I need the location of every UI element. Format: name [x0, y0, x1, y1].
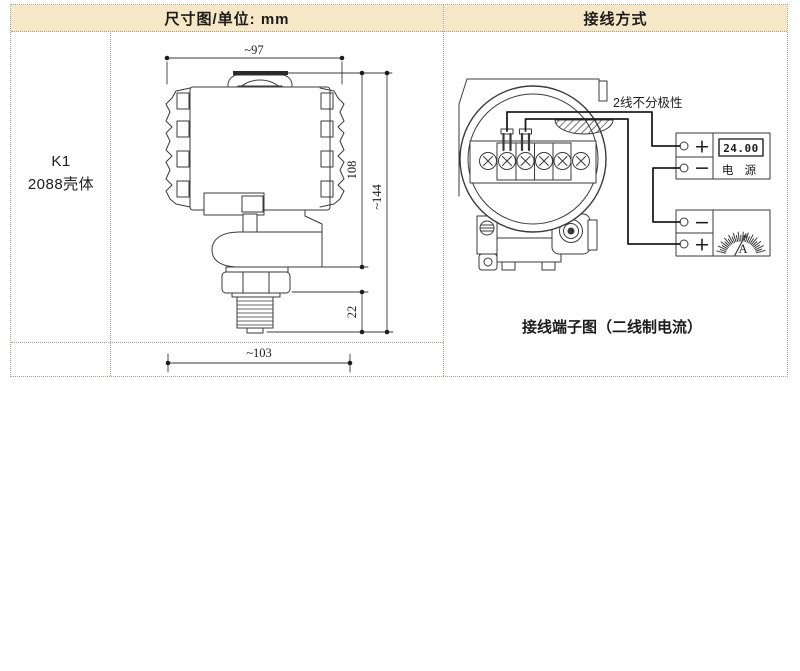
- ammeter-plus-terminal: [679, 239, 689, 249]
- terminal-screws: [479, 152, 590, 170]
- process-barrel: [211, 231, 323, 268]
- cable-gland: [554, 119, 614, 135]
- dim-body-height: 108: [345, 161, 359, 180]
- right-cover: [319, 87, 345, 208]
- neck: [242, 209, 323, 233]
- model-code: K1: [51, 153, 71, 170]
- loop-wires: [506, 111, 681, 245]
- hex-nut: [221, 271, 291, 294]
- dimension-drawing: ~97 108 ~144 22 ~103: [164, 43, 394, 373]
- power-minus-terminal: [679, 163, 689, 173]
- wire-meter: [652, 167, 681, 223]
- ammeter-minus-terminal: [679, 217, 689, 227]
- column-divider-left: [110, 31, 111, 376]
- power-plus-terminal: [679, 141, 689, 151]
- ammeter-minus-sign: −: [694, 212, 710, 234]
- row-divider: [11, 342, 443, 343]
- polarity-note: 2线不分极性: [613, 96, 682, 110]
- ammeter-plus-sign: +: [694, 234, 710, 256]
- power-supply-box: [675, 132, 771, 180]
- dimension-lines: [166, 57, 394, 373]
- ammeter-scale-ticks: [716, 231, 766, 254]
- header-cell-dimensions: 尺寸图/单位: mm: [11, 5, 443, 32]
- dimension-header-label: 尺寸图/单位: mm: [164, 10, 290, 28]
- collar: [225, 266, 289, 273]
- ammeter-needle-arrow: [742, 234, 748, 239]
- model-housing: 2088壳体: [27, 176, 95, 193]
- wire-plus: [506, 111, 681, 147]
- ammeter-box: [675, 209, 771, 257]
- left-cover: [165, 87, 191, 208]
- threaded-stud: [231, 292, 281, 334]
- ammeter-unit: A: [738, 242, 747, 256]
- wiring-header-label: 接线方式: [583, 10, 648, 28]
- dimension-dots: [164, 55, 390, 366]
- wiring-diagram: 2线不分极性 + − 24.00 电 源 − + A 接线端子图（二线制电流）: [458, 78, 771, 336]
- column-divider-main: [443, 5, 444, 376]
- transmitter-housing: [165, 86, 345, 211]
- wire-return: [524, 118, 681, 245]
- power-minus-sign: −: [694, 157, 710, 179]
- spec-table: 尺寸图/单位: mm 接线方式 K1 2088壳体: [10, 4, 788, 377]
- nameplate: [203, 192, 265, 216]
- dim-bottom-width: ~103: [246, 346, 272, 360]
- dim-total-height: ~144: [370, 183, 384, 209]
- dim-thread-length: 22: [345, 306, 359, 319]
- dim-top-width: ~97: [244, 43, 263, 57]
- wiring-caption: 接线端子图（二线制电流）: [522, 318, 702, 336]
- power-plus-sign: +: [694, 136, 710, 158]
- model-cell: K1 2088壳体: [11, 17, 111, 329]
- header-cell-wiring: 接线方式: [444, 5, 787, 32]
- power-supply-label: 电 源: [722, 163, 760, 177]
- display-value: 24.00: [723, 142, 759, 155]
- digital-display: [718, 138, 764, 157]
- ammeter-needle: [734, 233, 747, 256]
- transmitter-back-housing: [458, 78, 608, 197]
